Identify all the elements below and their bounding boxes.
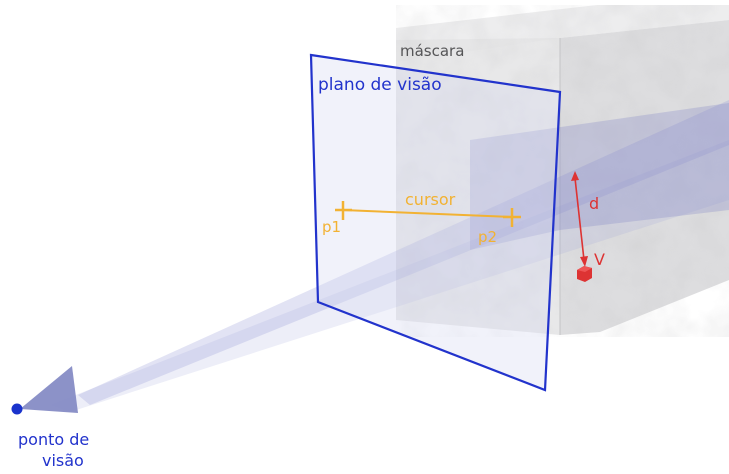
cursor-label: cursor — [405, 190, 456, 209]
view-plane-label: plano de visão — [318, 75, 442, 95]
viewpoint-cone — [20, 366, 78, 413]
viewpoint: ponto de visão — [11, 403, 89, 470]
voxel: V — [577, 250, 605, 282]
viewpoint-label-line1: ponto de — [18, 430, 89, 449]
frustum-beam-lower — [50, 140, 729, 412]
distance-arrow: d — [571, 171, 599, 267]
viewpoint-label-line2: visão — [42, 451, 84, 470]
cursor-line — [342, 209, 513, 218]
p2-label: p2 — [478, 228, 497, 246]
p1-label: p1 — [322, 218, 341, 236]
mask-cube — [396, 5, 729, 337]
mask-label: máscara — [400, 42, 464, 60]
view-frustum — [20, 100, 729, 413]
p1-marker — [335, 201, 352, 220]
voxel-label: V — [594, 250, 605, 269]
viewpoint-dot — [11, 403, 23, 415]
p2-marker — [503, 208, 521, 227]
view-plane-fill — [311, 55, 560, 390]
frustum-inside-mask — [470, 103, 729, 250]
view-plane: plano de visão — [309, 53, 562, 392]
view-plane-border — [309, 53, 562, 392]
cursor: cursor p1 p2 — [322, 190, 521, 246]
frustum-beam — [78, 100, 729, 405]
distance-label: d — [589, 194, 599, 213]
